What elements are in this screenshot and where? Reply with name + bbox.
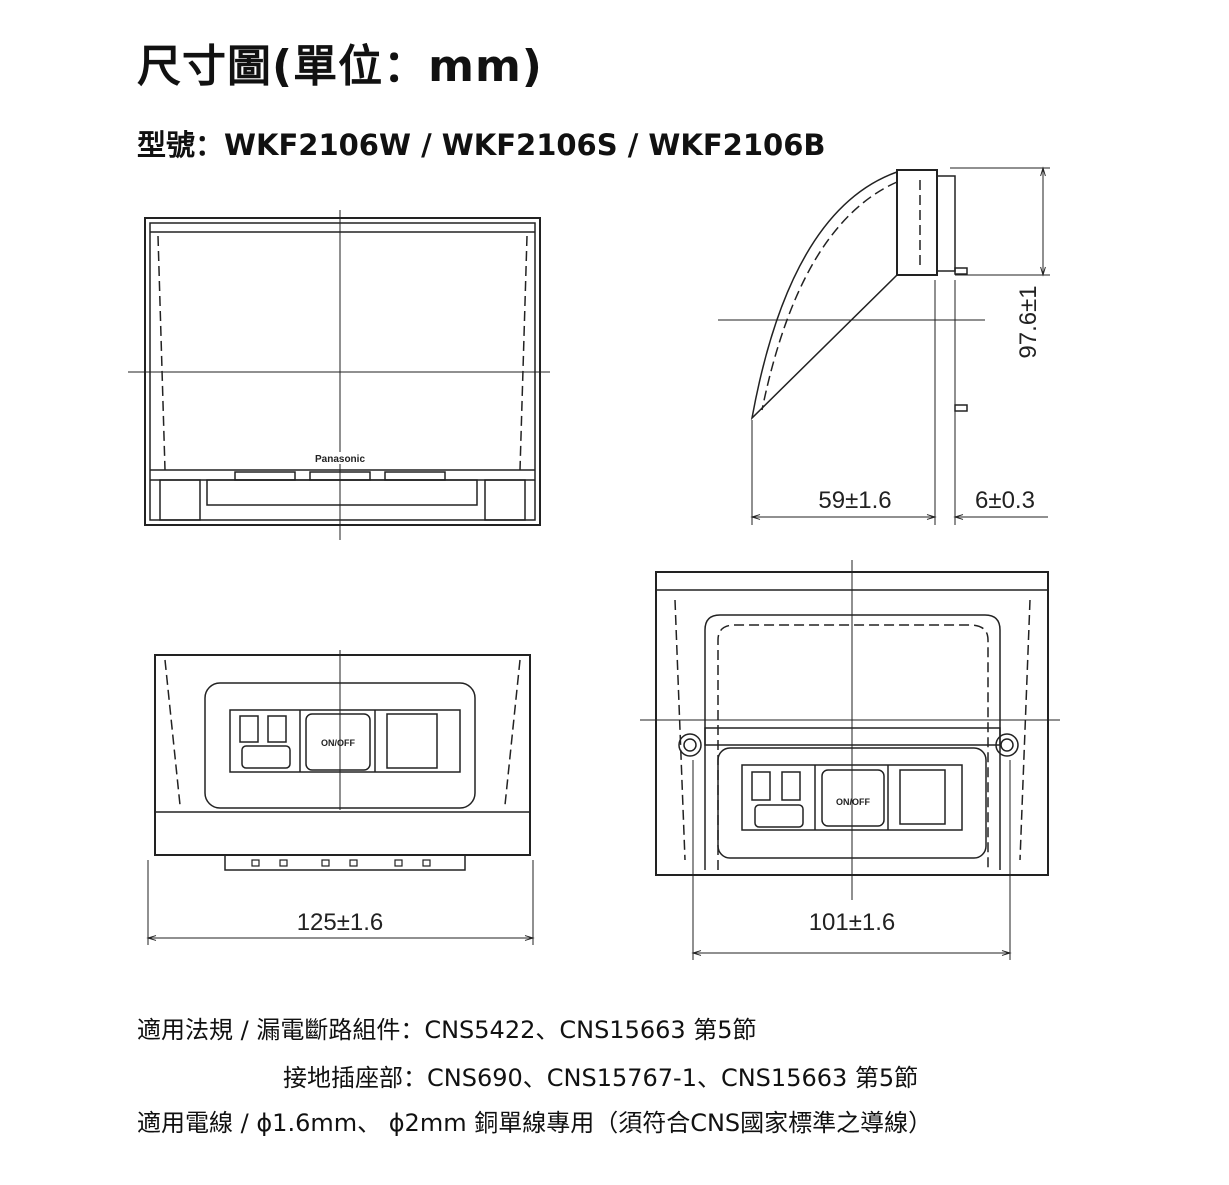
side-view: 97.6±1 59±1.6 6±0.3	[718, 166, 1050, 525]
height-dimension-label: 97.6±1	[1015, 285, 1042, 358]
open-view-right: ON/OFF 101±1.6	[640, 560, 1060, 960]
depth-dimension-label: 59±1.6	[818, 487, 891, 514]
wire-note: 適用電線 / ϕ1.6mm、 ϕ2mm 銅單線專用（須符合CNS國家標準之導線）	[137, 1109, 933, 1137]
width-dimension-label-left: 125±1.6	[297, 909, 384, 936]
grounding-standards-note: 接地插座部：CNS690、CNS15767-1、CNS15663 第5節	[283, 1064, 919, 1092]
width-dimension-label-right: 101±1.6	[809, 909, 896, 936]
switch-label-right: ON/OFF	[836, 797, 870, 807]
front-view: Panasonic	[128, 210, 550, 540]
page-title: 尺寸圖(單位：mm)	[137, 41, 543, 92]
brand-logo: Panasonic	[315, 454, 365, 465]
plate-dimension-label: 6±0.3	[975, 487, 1035, 514]
switch-label-left: ON/OFF	[321, 738, 355, 748]
model-numbers: 型號：WKF2106W / WKF2106S / WKF2106B	[137, 128, 826, 162]
standards-note: 適用法規 / 漏電斷路組件：CNS5422、CNS15663 第5節	[137, 1016, 757, 1044]
open-view-left: ON/OFF 125±1.6	[146, 650, 535, 945]
